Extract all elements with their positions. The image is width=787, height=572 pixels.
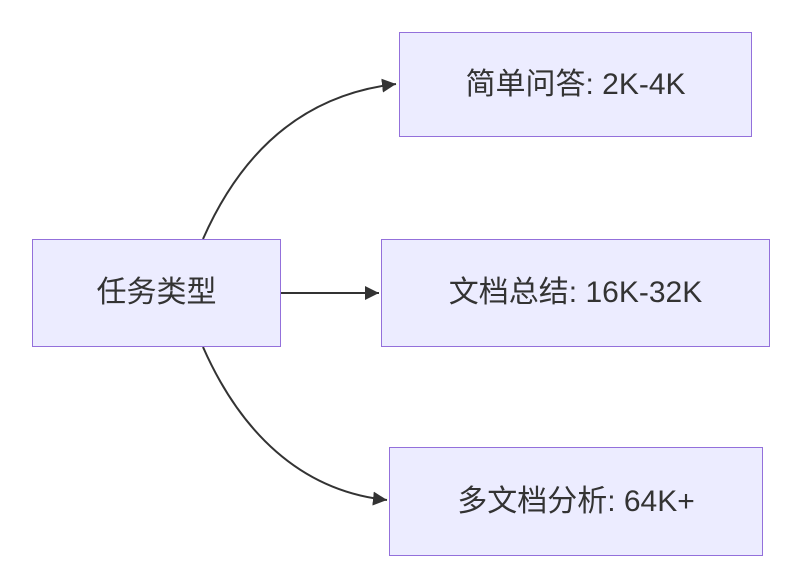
node-multi-doc-analysis: 多文档分析: 64K+ bbox=[389, 447, 763, 556]
edge-root-to-multi-doc bbox=[202, 346, 388, 506]
node-task-type-label: 任务类型 bbox=[96, 276, 217, 309]
node-multi-doc-analysis-label: 多文档分析: 64K+ bbox=[457, 484, 695, 518]
node-simple-qa-label: 简单问答: 2K-4K bbox=[465, 67, 686, 101]
node-task-type: 任务类型 bbox=[32, 239, 281, 347]
node-doc-summary-label: 文档总结: 16K-32K bbox=[448, 276, 703, 309]
node-doc-summary: 文档总结: 16K-32K bbox=[381, 239, 770, 347]
edge-root-to-simple-qa bbox=[202, 78, 397, 240]
node-simple-qa: 简单问答: 2K-4K bbox=[399, 32, 752, 137]
